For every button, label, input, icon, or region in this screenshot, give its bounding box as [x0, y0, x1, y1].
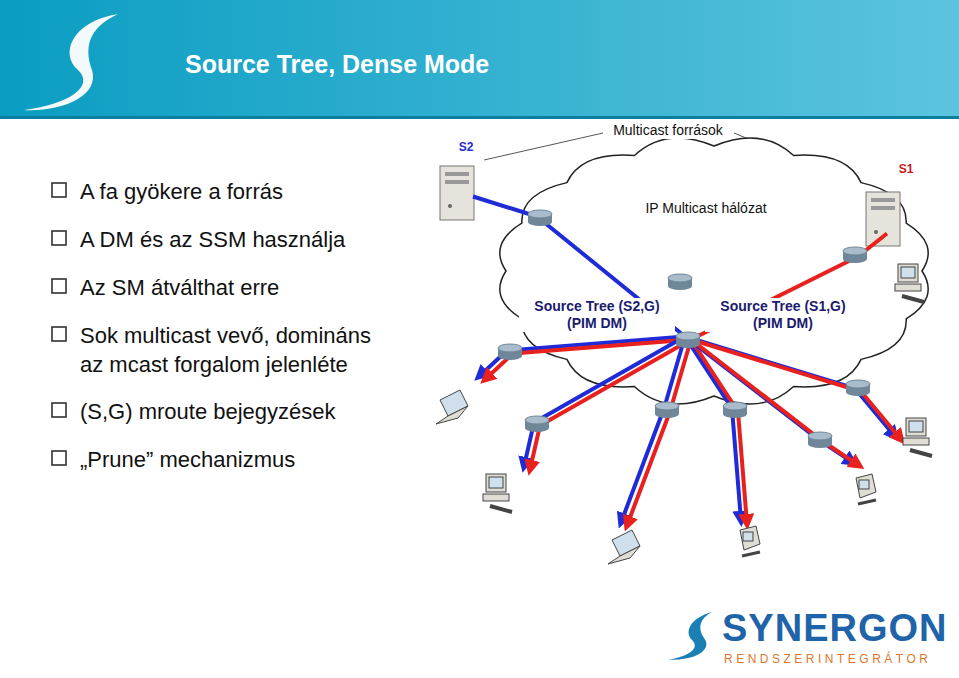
bullet-text: A fa gyökere a forrás [80, 177, 283, 206]
diagram-label: S2 [459, 140, 474, 154]
logo-text: RENDSZERINTEGRÁTOR [724, 652, 931, 666]
diagram-label: Multicast források [610, 122, 726, 139]
multicast-tree-line [479, 337, 685, 377]
pc-icon [483, 474, 512, 512]
server-icon [866, 192, 900, 246]
multicast-tree-line [485, 340, 691, 380]
network-cloud: IP Multicast hálózat [488, 128, 940, 414]
cloud-label: IP Multicast hálózat [645, 200, 766, 216]
diagram-label: S1 [899, 162, 914, 176]
header-bar [0, 0, 959, 118]
multicast-tree-line [685, 337, 853, 463]
cloud-outline [488, 128, 940, 414]
router-icon [843, 247, 867, 263]
diagram-label: Source Tree (S2,G) (PIM DM) [519, 298, 675, 332]
header-swoosh [24, 14, 118, 110]
router-icon [846, 380, 870, 396]
logo-swoosh [668, 612, 712, 660]
bullet-text: Az SM átválthat erre [80, 273, 279, 302]
multicast-tree-line [691, 234, 887, 340]
multicast-tree-line [530, 340, 691, 470]
router-icon [525, 416, 549, 432]
multicast-tree-line [621, 337, 685, 523]
bullet-boxes [52, 183, 66, 465]
bullet-text: (S,G) mroute bejegyzések [80, 397, 336, 426]
router-icon [723, 402, 747, 418]
laptop-icon [436, 390, 468, 424]
pc-icon [895, 264, 924, 302]
laptop-icon [608, 530, 640, 564]
router-icon [668, 274, 692, 290]
router-icon [676, 332, 700, 348]
bullet-text: Sok multicast vevő, domináns az mcast fo… [80, 321, 398, 379]
slide-title: Source Tree, Dense Mode [185, 50, 489, 79]
logo-text: SYNERGON [722, 606, 947, 652]
multicast-tree-line [685, 337, 741, 521]
multicast-tree-line [524, 337, 685, 467]
router-icon [528, 210, 552, 226]
mac-icon [856, 474, 876, 504]
mac-icon [740, 526, 760, 556]
bullet-text: A DM és az SSM használja [80, 225, 345, 254]
router-icon [498, 344, 522, 360]
multicast-tree-line [685, 337, 895, 437]
pc-icon [903, 418, 932, 456]
multicast-tree-line [691, 340, 901, 440]
multicast-tree-line [691, 340, 859, 466]
header-rule [0, 116, 959, 119]
diagram-label: Source Tree (S1,G) (PIM DM) [705, 298, 861, 332]
router-icon [808, 432, 832, 448]
server-icon [440, 166, 474, 220]
multicast-tree-line [627, 340, 691, 526]
bullet-text: „Prune” mechanizmus [80, 445, 295, 474]
multicast-tree-line [691, 340, 747, 524]
multicast-tree-line [473, 197, 685, 337]
router-icon [655, 402, 679, 418]
